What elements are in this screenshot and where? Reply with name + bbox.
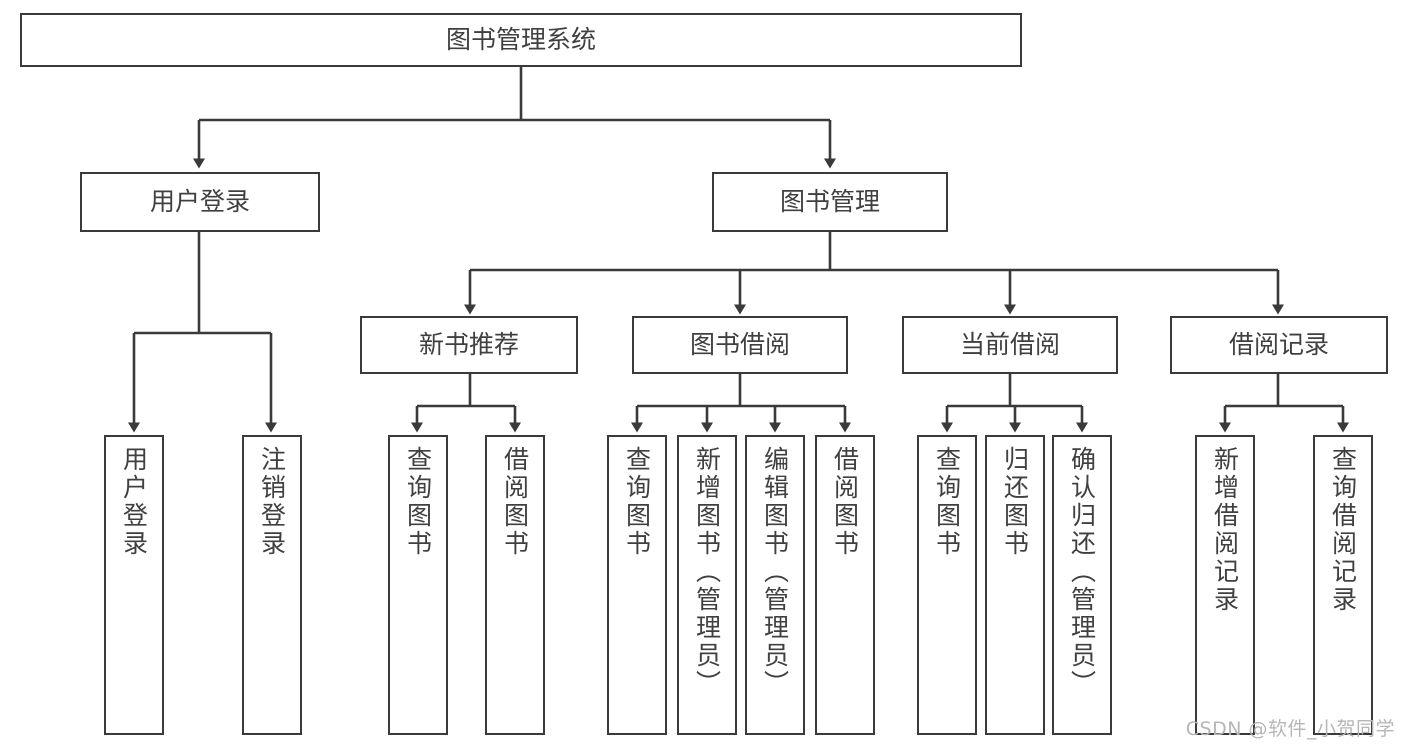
node-leaf-user-login[interactable]: 用户登录 bbox=[104, 435, 164, 735]
node-user-login-label: 用户登录 bbox=[149, 187, 250, 216]
node-leaf-confirm-return-admin-label: 确认归还（管理员） bbox=[1067, 446, 1097, 698]
node-leaf-logout-label: 注销登录 bbox=[257, 446, 287, 558]
node-book-management-label: 图书管理 bbox=[779, 187, 880, 216]
node-book-management[interactable]: 图书管理 bbox=[712, 172, 948, 232]
node-leaf-borrow-book[interactable]: 借阅图书 bbox=[815, 435, 875, 735]
node-leaf-logout[interactable]: 注销登录 bbox=[242, 435, 302, 735]
node-leaf-add-book-admin[interactable]: 新增图书（管理员） bbox=[677, 435, 737, 735]
node-leaf-borrow-book-recommend-label: 借阅图书 bbox=[500, 446, 530, 558]
node-book-borrow-label: 图书借阅 bbox=[689, 330, 790, 359]
node-leaf-query-book-borrow[interactable]: 查询图书 bbox=[607, 435, 667, 735]
node-leaf-borrow-book-recommend[interactable]: 借阅图书 bbox=[485, 435, 545, 735]
watermark-text: CSDN @软件_小贺同学 bbox=[1185, 718, 1395, 740]
node-leaf-return-book-label: 归还图书 bbox=[1000, 446, 1030, 558]
node-leaf-query-book-recommend[interactable]: 查询图书 bbox=[388, 435, 448, 735]
node-leaf-add-borrow-record[interactable]: 新增借阅记录 bbox=[1195, 435, 1255, 735]
node-leaf-query-book-current-label: 查询图书 bbox=[932, 446, 962, 558]
node-borrow-record[interactable]: 借阅记录 bbox=[1170, 316, 1388, 374]
node-current-borrow[interactable]: 当前借阅 bbox=[902, 316, 1118, 374]
node-leaf-query-book-borrow-label: 查询图书 bbox=[622, 446, 652, 558]
node-leaf-user-login-label: 用户登录 bbox=[119, 446, 149, 558]
node-leaf-return-book[interactable]: 归还图书 bbox=[985, 435, 1045, 735]
node-leaf-borrow-book-label: 借阅图书 bbox=[830, 446, 860, 558]
node-leaf-query-borrow-record[interactable]: 查询借阅记录 bbox=[1313, 435, 1373, 735]
node-leaf-query-borrow-record-label: 查询借阅记录 bbox=[1328, 446, 1358, 614]
node-book-borrow[interactable]: 图书借阅 bbox=[632, 316, 848, 374]
node-root-system-label: 图书管理系统 bbox=[445, 25, 596, 54]
node-leaf-confirm-return-admin[interactable]: 确认归还（管理员） bbox=[1052, 435, 1112, 735]
node-leaf-edit-book-admin-label: 编辑图书（管理员） bbox=[760, 446, 790, 698]
node-new-book-recommend[interactable]: 新书推荐 bbox=[360, 316, 578, 374]
node-borrow-record-label: 借阅记录 bbox=[1228, 330, 1329, 359]
node-leaf-edit-book-admin[interactable]: 编辑图书（管理员） bbox=[745, 435, 805, 735]
node-leaf-query-book-current[interactable]: 查询图书 bbox=[917, 435, 977, 735]
node-leaf-query-book-recommend-label: 查询图书 bbox=[403, 446, 433, 558]
node-leaf-add-book-admin-label: 新增图书（管理员） bbox=[692, 446, 722, 698]
node-new-book-recommend-label: 新书推荐 bbox=[418, 330, 519, 359]
node-current-borrow-label: 当前借阅 bbox=[959, 330, 1060, 359]
node-root-system[interactable]: 图书管理系统 bbox=[20, 13, 1022, 67]
node-leaf-add-borrow-record-label: 新增借阅记录 bbox=[1210, 446, 1240, 614]
node-user-login[interactable]: 用户登录 bbox=[80, 172, 320, 232]
